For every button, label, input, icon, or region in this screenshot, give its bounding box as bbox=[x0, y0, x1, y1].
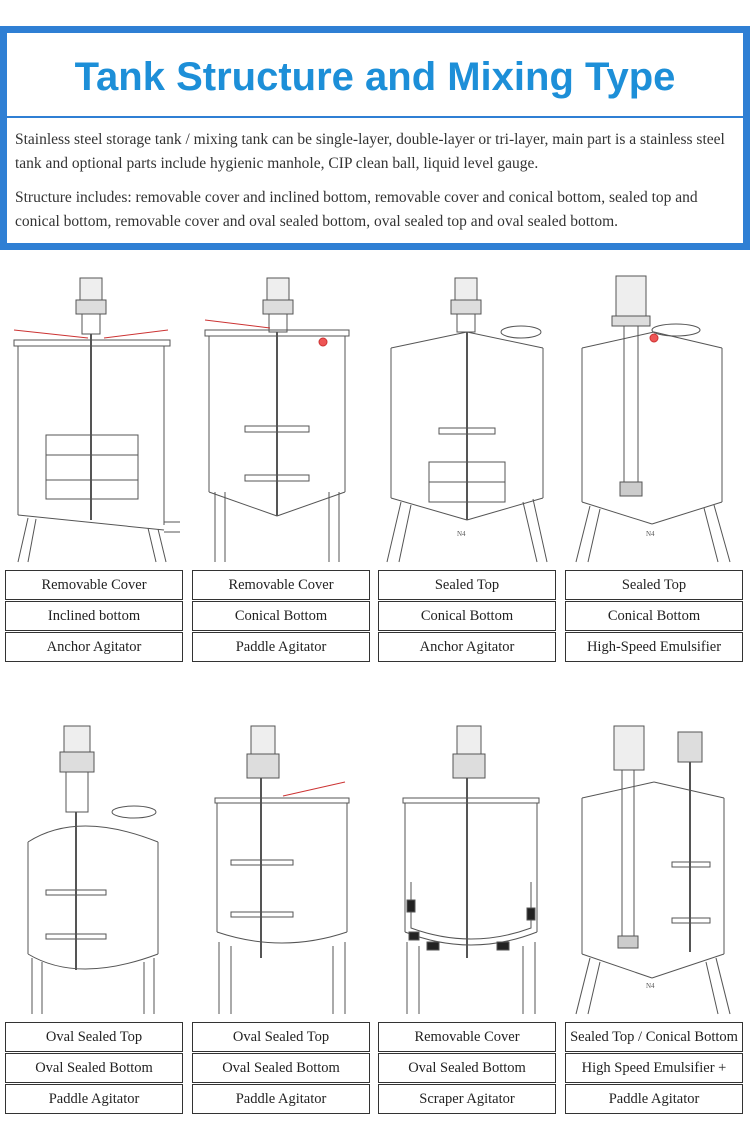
label-bottom: Oval Sealed Bottom bbox=[378, 1053, 556, 1083]
label-agitator: High-Speed Emulsifier bbox=[565, 632, 743, 662]
label-top: Oval Sealed Top bbox=[5, 1022, 183, 1052]
label-top: Removable Cover bbox=[192, 570, 370, 600]
label-agitator: Paddle Agitator bbox=[565, 1084, 743, 1114]
tank-drawing-sealed-conical-emulsifier-paddle: N4 bbox=[568, 722, 744, 1018]
label-bottom: Conical Bottom bbox=[192, 601, 370, 631]
label-bottom: High Speed Emulsifier + bbox=[565, 1053, 743, 1083]
header-panel: Tank Structure and Mixing Type Stainless… bbox=[0, 26, 750, 250]
label-top: Sealed Top / Conical Bottom bbox=[565, 1022, 743, 1052]
tank-drawing-removable-conical-paddle bbox=[195, 270, 371, 566]
header-inner: Tank Structure and Mixing Type Stainless… bbox=[7, 33, 743, 243]
tank-drawing-sealed-conical-emulsifier: N4 bbox=[568, 270, 744, 566]
title-divider bbox=[7, 116, 743, 118]
label-bottom: Oval Sealed Bottom bbox=[192, 1053, 370, 1083]
tank-drawing-sealed-conical-anchor: N4 bbox=[381, 270, 557, 566]
label-agitator: Paddle Agitator bbox=[192, 632, 370, 662]
label-top: Removable Cover bbox=[378, 1022, 556, 1052]
label-top: Removable Cover bbox=[5, 570, 183, 600]
label-top: Sealed Top bbox=[565, 570, 743, 600]
label-top: Sealed Top bbox=[378, 570, 556, 600]
nozzle-label: N4 bbox=[457, 530, 466, 538]
label-agitator: Anchor Agitator bbox=[378, 632, 556, 662]
tank-drawing-oval-oval-paddle-1 bbox=[8, 722, 184, 1018]
tank-drawing-removable-oval-scraper bbox=[381, 722, 557, 1018]
label-agitator: Anchor Agitator bbox=[5, 632, 183, 662]
nozzle-label: N4 bbox=[646, 982, 655, 990]
label-bottom: Oval Sealed Bottom bbox=[5, 1053, 183, 1083]
tank-drawing-removable-inclined-anchor bbox=[8, 270, 184, 566]
label-bottom: Conical Bottom bbox=[378, 601, 556, 631]
tank-drawing-oval-oval-paddle-2 bbox=[195, 722, 371, 1018]
label-agitator: Paddle Agitator bbox=[5, 1084, 183, 1114]
page-title: Tank Structure and Mixing Type bbox=[74, 55, 676, 99]
description-paragraph-1: Stainless steel storage tank / mixing ta… bbox=[15, 131, 725, 172]
label-bottom: Conical Bottom bbox=[565, 601, 743, 631]
nozzle-label: N4 bbox=[646, 530, 655, 538]
description-paragraph-2: Structure includes: removable cover and … bbox=[15, 189, 698, 230]
label-agitator: Scraper Agitator bbox=[378, 1084, 556, 1114]
label-bottom: Inclined bottom bbox=[5, 601, 183, 631]
label-agitator: Paddle Agitator bbox=[192, 1084, 370, 1114]
label-top: Oval Sealed Top bbox=[192, 1022, 370, 1052]
